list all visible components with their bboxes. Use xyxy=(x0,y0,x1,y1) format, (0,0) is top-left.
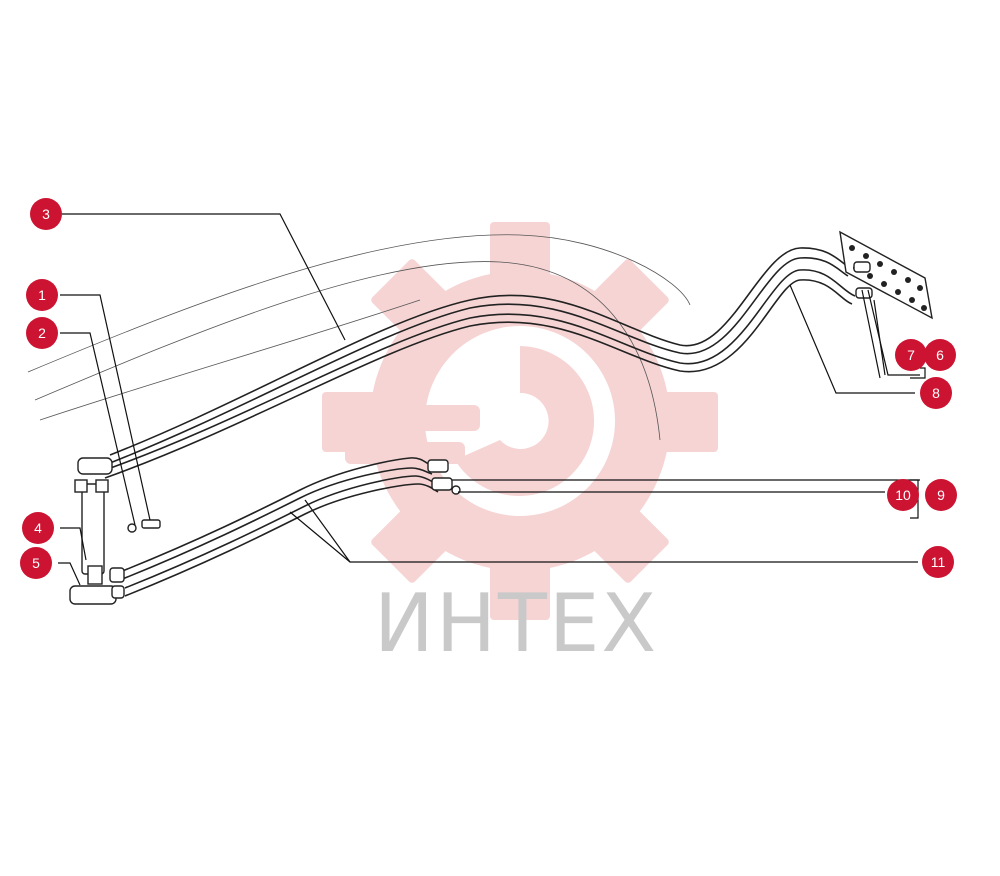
callout-c4[interactable]: 4 xyxy=(22,512,54,544)
callout-c7[interactable]: 7 xyxy=(895,339,927,371)
background-guide-lines xyxy=(27,234,691,441)
callout-c10[interactable]: 10 xyxy=(887,479,919,511)
callout-label: 5 xyxy=(32,555,40,571)
callout-c3[interactable]: 3 xyxy=(30,198,62,230)
callout-c8[interactable]: 8 xyxy=(920,377,952,409)
callout-c9[interactable]: 9 xyxy=(925,479,957,511)
callout-label: 3 xyxy=(42,206,50,222)
callout-label: 7 xyxy=(907,347,915,363)
callout-label: 1 xyxy=(38,287,46,303)
upper-hose-assembly xyxy=(104,247,856,479)
callout-label: 8 xyxy=(932,385,940,401)
callout-label: 10 xyxy=(895,487,911,503)
lower-hose-assembly xyxy=(119,457,439,597)
right-distributor-block xyxy=(839,230,933,320)
mid-hose-fittings xyxy=(427,459,461,495)
callout-c11[interactable]: 11 xyxy=(922,546,954,578)
callout-c1[interactable]: 1 xyxy=(26,279,58,311)
callout-c5[interactable]: 5 xyxy=(20,547,52,579)
brand-watermark: ИНТЕХ xyxy=(374,577,658,670)
callout-label: 6 xyxy=(936,347,944,363)
gear-wrench-logo-icon xyxy=(322,222,718,620)
left-valve-block xyxy=(69,457,161,605)
callout-label: 9 xyxy=(937,487,945,503)
callout-label: 11 xyxy=(931,554,946,570)
callout-c2[interactable]: 2 xyxy=(26,317,58,349)
callout-c6[interactable]: 6 xyxy=(924,339,956,371)
callout-label: 2 xyxy=(38,325,46,341)
leader-lines xyxy=(58,213,926,586)
callout-label: 4 xyxy=(34,520,42,536)
